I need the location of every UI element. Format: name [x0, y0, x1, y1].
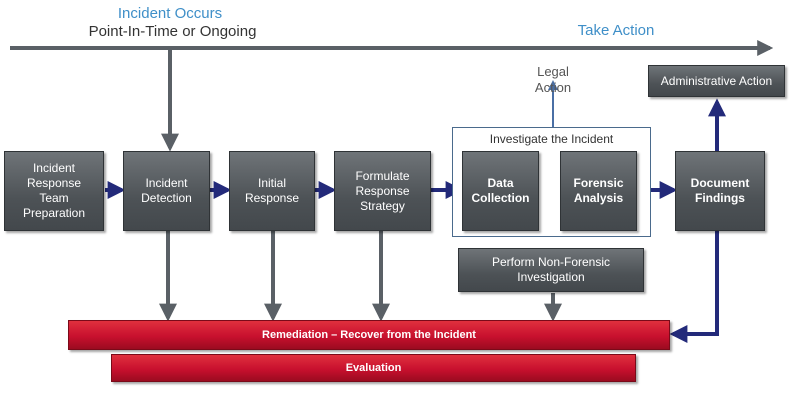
point-in-time-label: Point-In-Time or Ongoing: [88, 23, 257, 40]
arrow-document-to-remediation: [669, 229, 719, 343]
step-document-findings: Document Findings: [675, 151, 765, 231]
take-action-label: Take Action: [577, 22, 655, 39]
step-perform-non-forensic-investigation: Perform Non-Forensic Investigation: [458, 248, 644, 292]
administrative-action-box: Administrative Action: [648, 65, 785, 97]
step-initial-response: Initial Response: [229, 151, 315, 231]
legal-action-label: Legal Action: [534, 64, 572, 95]
step-data-collection: Data Collection: [462, 151, 539, 231]
step-forensic-analysis: Forensic Analysis: [560, 151, 637, 231]
remediation-bar: Remediation – Recover from the Incident: [68, 320, 670, 350]
evaluation-bar: Evaluation: [111, 354, 636, 382]
step-incident-response-team-preparation: Incident Response Team Preparation: [4, 151, 104, 231]
investigate-incident-title: Investigate the Incident: [489, 132, 614, 146]
incident-occurs-label: Incident Occurs: [117, 5, 223, 22]
step-formulate-response-strategy: Formulate Response Strategy: [334, 151, 431, 231]
step-incident-detection: Incident Detection: [123, 151, 210, 231]
